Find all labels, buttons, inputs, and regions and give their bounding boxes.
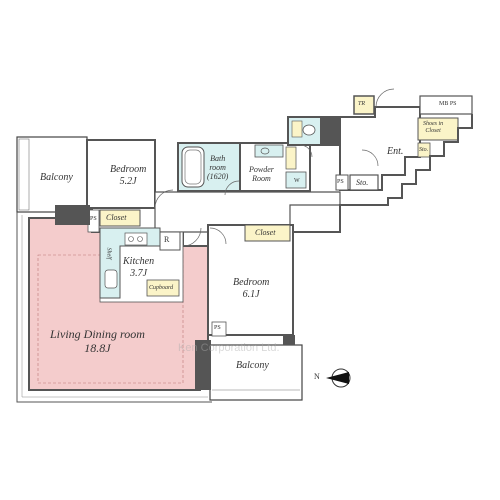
- compass-arrow: [326, 368, 351, 388]
- balcony-west-label: Balcony: [40, 172, 73, 183]
- wm-label: W: [294, 178, 300, 184]
- watermark: Ken Corporation Ltd.: [178, 342, 280, 354]
- column-2: [195, 340, 211, 390]
- cupboard-label: Cupboard: [149, 285, 174, 291]
- exterior-step-wall: [290, 114, 473, 233]
- bathtub: [181, 146, 205, 188]
- tr-box: [353, 95, 375, 115]
- shelf-label: Shelf: [105, 247, 112, 260]
- entrance-label: Ent.: [387, 146, 404, 157]
- powder-room-label: Powder Room: [249, 165, 274, 184]
- compass-label: N: [314, 372, 320, 381]
- shoes-closet-label: Shoes in Closet: [423, 121, 444, 134]
- ps-3-label: PS: [337, 179, 344, 185]
- balcony-east-area: [209, 344, 303, 401]
- mb-ps-box: [419, 95, 473, 115]
- column-1: [55, 205, 90, 225]
- closet-1-box: [99, 209, 141, 227]
- bedroom-1-label: Bedroom 5.2J: [110, 164, 147, 187]
- storage-area: [349, 174, 379, 191]
- tr-label: TR: [358, 101, 366, 107]
- refrigerator-label: R: [164, 235, 170, 244]
- storage-small-box: [417, 142, 431, 158]
- storage-small-label: Sto.: [419, 147, 429, 153]
- living-railing: [16, 212, 212, 403]
- column-3: [320, 117, 340, 145]
- ps-3-box: [335, 174, 349, 191]
- closet-2-box: [244, 224, 291, 242]
- bathroom-label: Bath room (1620): [207, 154, 229, 182]
- bedroom-2-label: Bedroom 6.1J: [233, 277, 270, 300]
- bedroom-2-area: [207, 224, 294, 336]
- ps-2-label: PS: [214, 325, 221, 331]
- balcony-west-area: [16, 136, 88, 213]
- storage-label: Sto.: [356, 178, 369, 187]
- refrigerator-box: [159, 231, 181, 251]
- balcony-east-label: Balcony: [236, 360, 269, 371]
- bedroom-1-area: [86, 139, 156, 209]
- ps-2-box: [211, 321, 227, 337]
- closet-1-label: Closet: [106, 213, 127, 222]
- column-4: [283, 335, 295, 345]
- door-swings: [154, 88, 395, 247]
- closet-2-label: Closet: [255, 228, 276, 237]
- living-dining-label: Living Dining room 18.8J: [50, 327, 145, 355]
- mb-ps-label: MB PS: [439, 101, 457, 107]
- cupboard-box: [146, 279, 180, 297]
- kitchen-label: Kitchen 3.7J: [123, 256, 155, 279]
- ps-1-label: PS: [90, 216, 97, 222]
